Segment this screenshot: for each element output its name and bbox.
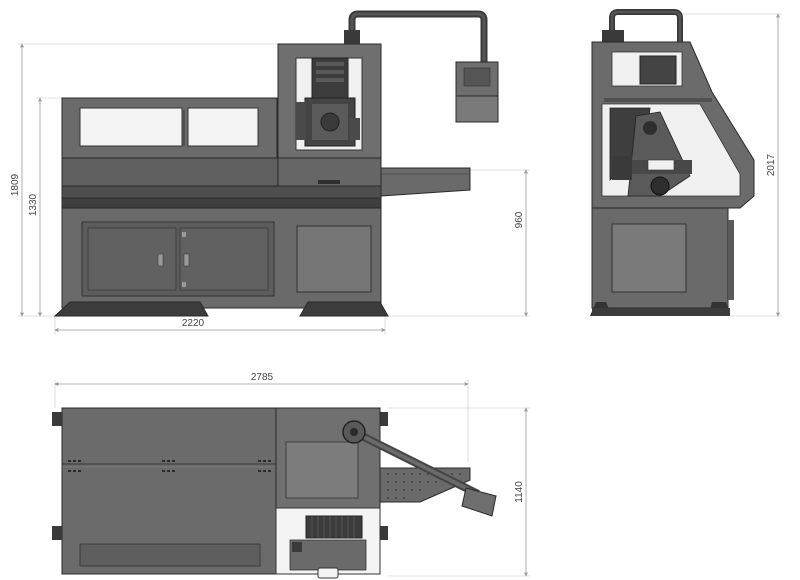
dim-2017: 2017 xyxy=(766,153,777,176)
front-window-2 xyxy=(187,107,259,147)
front-window xyxy=(79,107,183,147)
top-chip-tray xyxy=(305,515,363,539)
front-view: 1809 1330 960 2220 xyxy=(10,10,530,335)
dim-2785: 2785 xyxy=(251,372,274,383)
top-view: 2785 1140 xyxy=(52,372,530,579)
dim-2220: 2220 xyxy=(182,318,205,329)
dim-1809: 1809 xyxy=(10,173,21,196)
front-band xyxy=(61,185,382,199)
side-saw-head xyxy=(627,111,691,197)
side-motor xyxy=(639,55,677,85)
front-outfeed-table xyxy=(380,167,471,197)
dim-960: 960 xyxy=(514,211,525,228)
top-control-panel xyxy=(461,487,497,517)
front-access-panel xyxy=(296,225,372,293)
side-view: 2017 xyxy=(590,9,782,317)
dim-1330: 1330 xyxy=(28,193,39,216)
dim-1140: 1140 xyxy=(514,481,525,503)
